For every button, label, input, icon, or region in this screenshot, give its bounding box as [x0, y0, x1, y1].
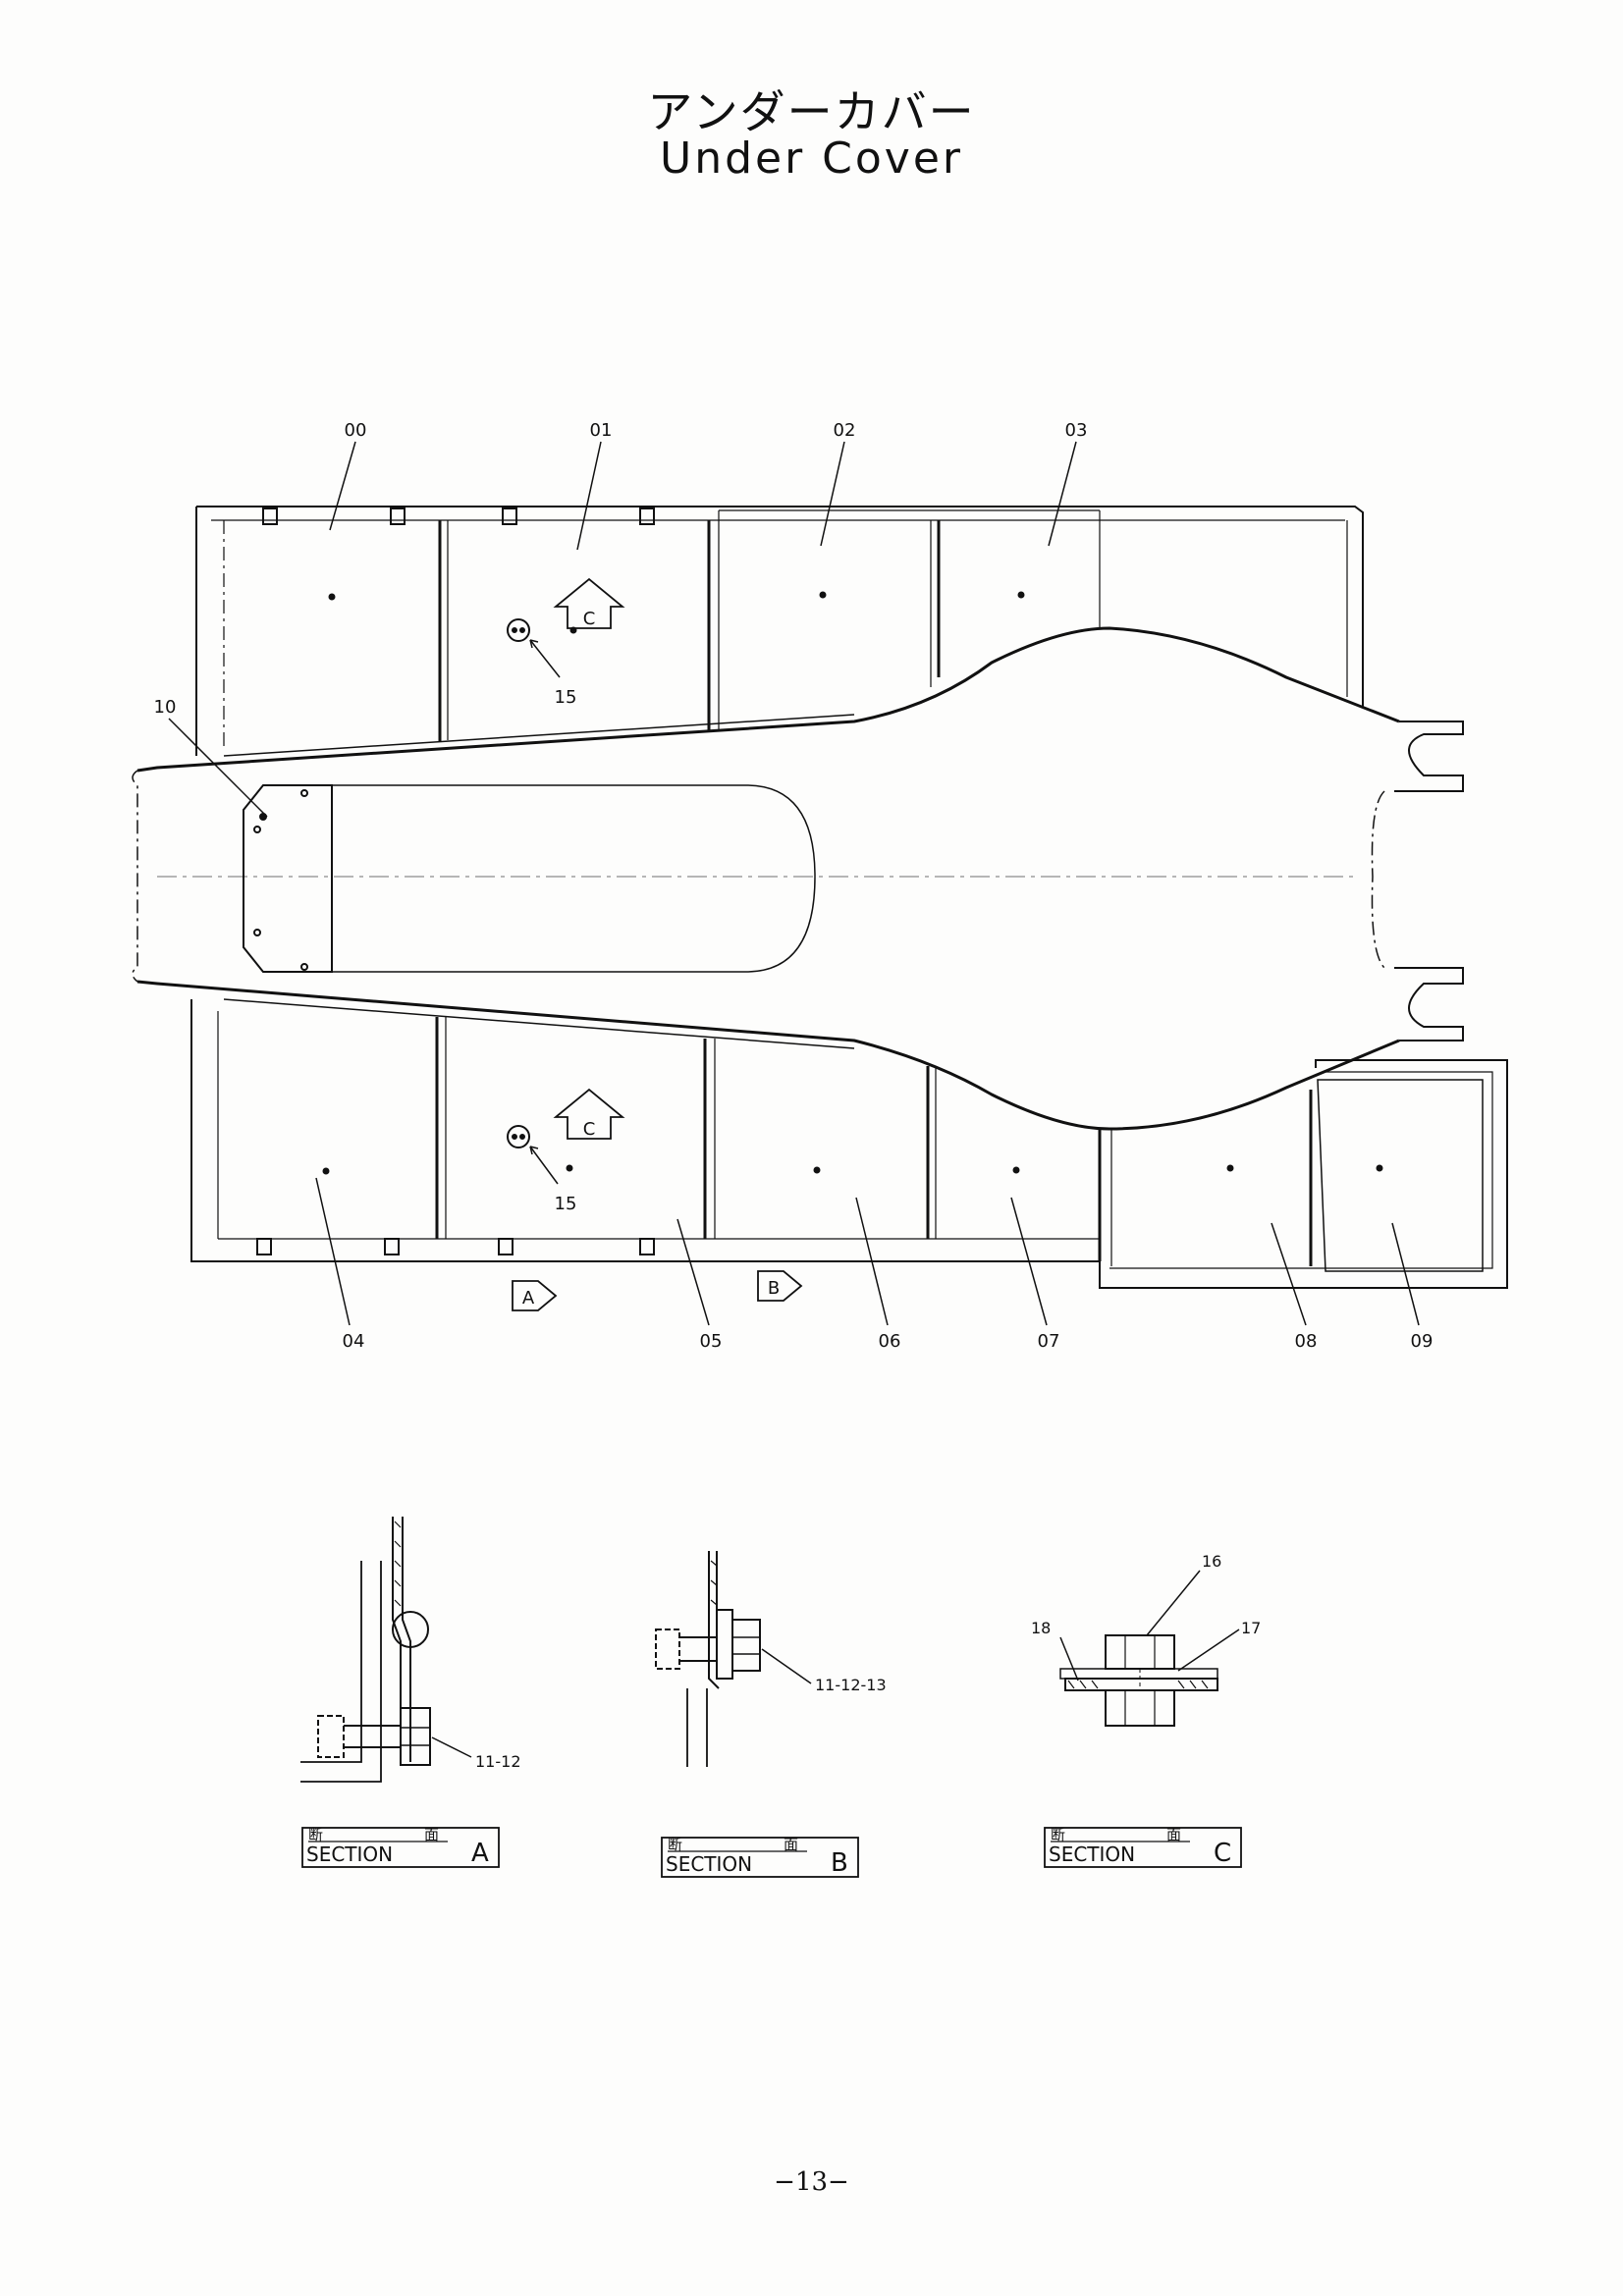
part-label-06: 06	[879, 1331, 901, 1352]
section-labels: 11-12 断 面 SECTION A 11-12-13 断 面 SECTION…	[306, 1552, 1261, 1878]
part-label-15-lower: 15	[555, 1194, 577, 1214]
title-english: Under Cover	[659, 133, 963, 184]
section-c-word: SECTION	[1049, 1842, 1135, 1866]
section-b-letter: B	[831, 1848, 848, 1878]
section-c-detail	[1044, 1570, 1242, 1868]
section-c-callout-18: 18	[1031, 1619, 1051, 1637]
section-a-kanji-left: 断	[308, 1826, 323, 1843]
lower-frame	[190, 999, 1508, 1289]
part-label-08: 08	[1295, 1331, 1318, 1352]
section-b-detail	[655, 1551, 859, 1878]
part-label-09: 09	[1411, 1331, 1434, 1352]
part-label-10: 10	[154, 697, 177, 718]
section-c-letter: C	[1214, 1839, 1231, 1868]
part-label-15-upper: 15	[555, 687, 577, 708]
arrow-b	[757, 1270, 803, 1302]
plate-10	[243, 784, 333, 973]
arrow-a-letter: A	[522, 1288, 535, 1308]
section-b-kanji-left: 断	[668, 1836, 682, 1853]
title-japanese: アンダーカバー	[647, 85, 976, 138]
section-a-kanji-right: 面	[424, 1826, 439, 1843]
part-labels: 00 01 02 03 10 15 15 04 05 06 07 08 09 C…	[154, 420, 1434, 1352]
part-label-00: 00	[345, 420, 367, 441]
arrow-c-upper-letter: C	[583, 609, 596, 629]
section-c-kanji-left: 断	[1051, 1826, 1065, 1843]
section-a-letter: A	[471, 1839, 489, 1868]
part-label-02: 02	[834, 420, 856, 441]
main-body-outline	[132, 626, 1464, 1131]
part-label-07: 07	[1038, 1331, 1060, 1352]
arrow-b-letter: B	[768, 1278, 780, 1299]
arrow-c-upper	[553, 577, 625, 629]
upper-frame	[195, 506, 1364, 756]
section-b-callout: 11-12-13	[815, 1676, 887, 1694]
section-c-kanji-right: 面	[1166, 1826, 1181, 1843]
arrow-c-lower	[553, 1088, 625, 1140]
section-a-word: SECTION	[306, 1842, 393, 1866]
section-c-callout-16: 16	[1202, 1552, 1221, 1571]
section-c-callout-17: 17	[1241, 1619, 1261, 1637]
page-number: −13−	[774, 2167, 849, 2197]
part-label-01: 01	[590, 420, 613, 441]
item-15-markers	[507, 618, 561, 1185]
part-label-04: 04	[343, 1331, 365, 1352]
section-b-kanji-right: 面	[784, 1836, 798, 1853]
leader-lines	[168, 441, 1420, 1326]
part-label-05: 05	[700, 1331, 723, 1352]
arrow-c-lower-letter: C	[583, 1119, 596, 1140]
section-a-detail	[300, 1517, 500, 1868]
arrow-a	[512, 1280, 558, 1311]
section-b-word: SECTION	[666, 1852, 752, 1876]
section-a-callout: 11-12	[475, 1752, 521, 1771]
panel-center-marks	[322, 591, 1383, 1175]
part-label-03: 03	[1065, 420, 1088, 441]
